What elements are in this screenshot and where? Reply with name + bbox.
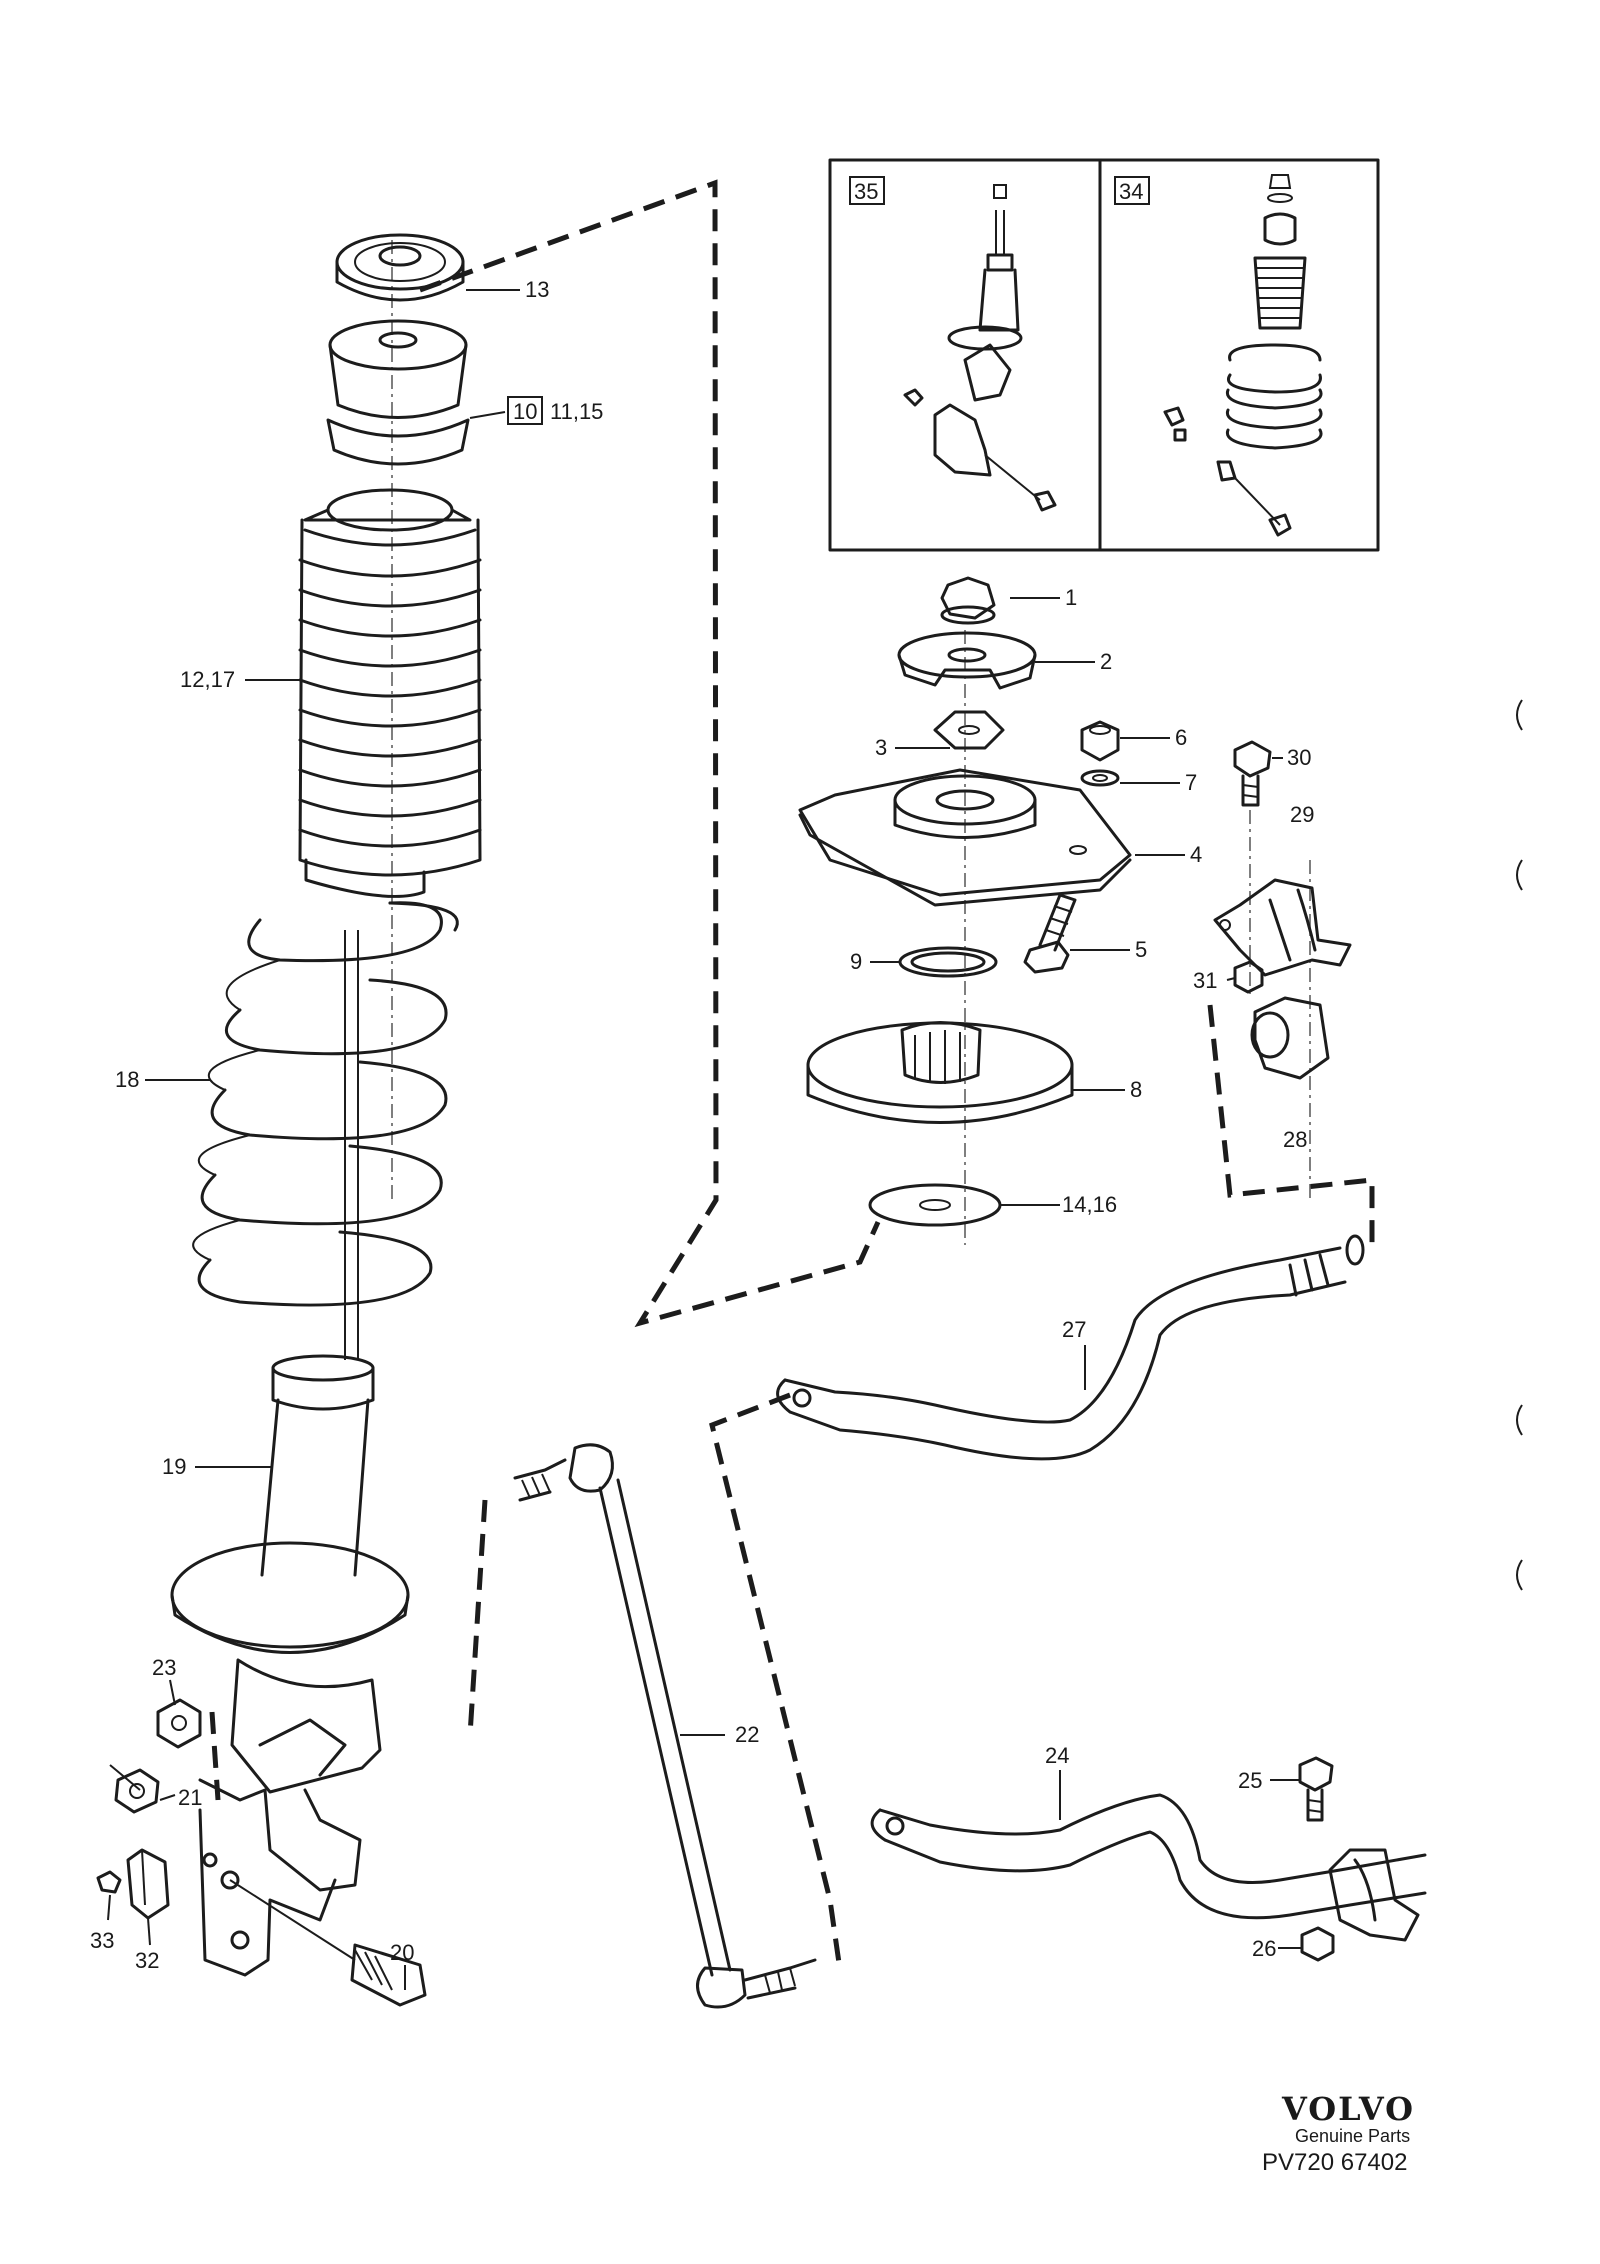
nut-31 (1300, 1926, 1335, 1962)
label-14-16: 14,16 (1062, 1192, 1117, 1217)
sealing-ring-9 (898, 946, 998, 978)
label-1: 1 (1065, 585, 1077, 610)
label-23: 23 (152, 1655, 176, 1680)
label-24: 27 (1062, 1317, 1086, 1342)
brand-logo: VOLVO (1281, 2090, 1415, 2128)
screw-33 (96, 1870, 122, 1894)
label-31: 26 (1252, 1936, 1276, 1961)
spring-seat-8 (806, 1021, 1074, 1124)
bolt-27 (1233, 740, 1272, 807)
label-8: 8 (1130, 1077, 1142, 1102)
strut-assembly (96, 233, 482, 2007)
part-labels: 13 10 11,15 12,17 18 19 23 21 33 32 20 2… (90, 277, 1314, 1973)
inset-35-strut (903, 184, 1057, 512)
stabilizer-bar-24 (776, 1234, 1365, 1461)
label-9: 9 (850, 949, 862, 974)
nut-21 (109, 1764, 160, 1814)
margin-marks (1516, 699, 1523, 1591)
bushing-25 (1250, 996, 1330, 1080)
label-2: 2 (1100, 649, 1112, 674)
label-22: 22 (735, 1722, 759, 1747)
washer-14-16 (868, 1183, 1002, 1227)
label-20: 20 (390, 1940, 414, 1965)
stabilizer-bar-29 (870, 1793, 1427, 1920)
connection-lines (209, 179, 1375, 1971)
branding-block: VOLVO Genuine Parts PV720 67402 (1262, 2090, 1415, 2176)
strut-mount-10 (326, 319, 470, 466)
label-12-17: 12,17 (180, 667, 235, 692)
bracket-26 (1213, 878, 1352, 977)
label-11-15: 11,15 (550, 399, 603, 424)
inset-boxes (828, 158, 1380, 552)
flange-nut-1 (940, 576, 996, 625)
label-25: 28 (1283, 1127, 1307, 1152)
label-29: 24 (1045, 1743, 1069, 1768)
label-30: 25 (1238, 1768, 1262, 1793)
inset-34-label: 34 (1119, 179, 1143, 204)
label-19: 19 (162, 1454, 186, 1479)
label-6: 6 (1175, 725, 1187, 750)
leader-lines (107, 289, 1302, 1990)
label-27: 30 (1287, 745, 1311, 770)
bolt-5 (1023, 893, 1077, 974)
retainer-2 (897, 631, 1037, 690)
inset-34-spring (1163, 174, 1323, 537)
label-3: 3 (875, 735, 887, 760)
brand-tagline: Genuine Parts (1295, 2126, 1410, 2146)
inset-34-tag (1114, 176, 1150, 205)
coil-spring-18 (192, 901, 459, 1307)
nut-28 (1233, 960, 1264, 994)
link-rod-22 (513, 1443, 817, 2009)
drawing-code: PV720 67402 (1262, 2149, 1407, 2176)
bellows-12-17 (298, 488, 482, 898)
strut-top-parts (798, 576, 1132, 1227)
label-13: 13 (525, 277, 549, 302)
label-5: 5 (1135, 937, 1147, 962)
inset-35-tag (849, 176, 885, 205)
label-21: 21 (178, 1785, 202, 1810)
bolt-30 (1298, 1756, 1334, 1822)
label-10: 10 (513, 399, 537, 424)
label-26: 29 (1290, 802, 1314, 827)
washer-7 (1080, 769, 1120, 787)
strut-tube-19 (170, 1354, 410, 1654)
inset-labels: 35 34 (849, 176, 1150, 205)
top-bearing-13 (335, 233, 465, 302)
label-4: 4 (1190, 842, 1202, 867)
inset-35-label: 35 (854, 179, 878, 204)
bracket-32 (126, 1848, 170, 1920)
label-18: 18 (115, 1067, 139, 1092)
nut-6 (1080, 720, 1120, 762)
spacer-3 (933, 710, 1005, 750)
label-32: 32 (135, 1948, 159, 1973)
stabilizer-parts (513, 740, 1427, 2009)
label-33: 33 (90, 1928, 114, 1953)
clamp-bracket (1328, 1848, 1420, 1942)
boxed-label-10 (507, 396, 543, 425)
steering-knuckle (198, 1658, 382, 1977)
bolt-20 (229, 1879, 427, 2007)
mounting-plate-4 (798, 768, 1132, 907)
label-28: 31 (1193, 968, 1217, 993)
nut-23 (156, 1698, 202, 1749)
label-7: 7 (1185, 770, 1197, 795)
